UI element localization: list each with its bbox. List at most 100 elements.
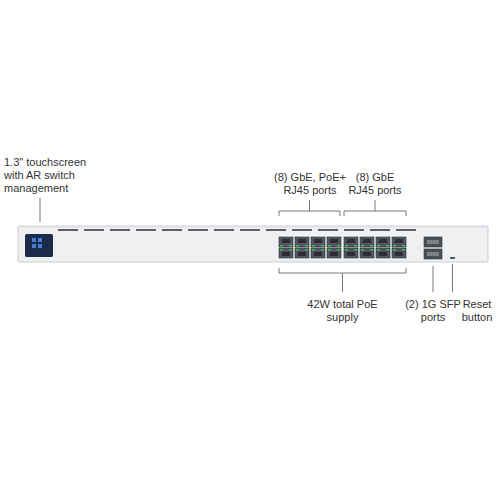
port-led [377,249,380,250]
port-led [393,245,396,246]
port-housing [279,248,293,258]
vent-slot [188,229,208,231]
bracket [344,200,406,216]
port-socket [395,252,403,256]
sfp-port [424,249,442,259]
port-led [289,249,292,250]
rj45-ports [279,237,406,258]
port-housing [392,248,406,258]
rj45-port [344,237,358,247]
rj45-port [392,248,406,258]
rj45-port [360,237,374,247]
port-housing [327,237,341,247]
rj45-port [279,248,293,258]
rj45-port [311,248,325,258]
port-led [361,245,364,246]
port-led [393,249,396,250]
port-housing [295,237,309,247]
screen-icon [32,238,36,242]
port-socket [363,239,371,243]
port-housing [279,237,293,247]
vent-slots [58,230,416,231]
port-housing [376,248,390,258]
port-led [321,245,324,246]
port-socket [379,239,387,243]
vent-slot [266,229,286,231]
port-housing [344,248,358,258]
poe-ports-label: (8) GbE, PoE+ RJ45 ports [270,171,350,197]
screen-icon [38,244,42,248]
port-socket [347,252,355,256]
port-led [312,245,315,246]
port-led [377,245,380,246]
port-housing [392,237,406,247]
port-housing [376,237,390,247]
port-led [402,249,405,250]
port-socket [330,252,338,256]
port-led [337,245,340,246]
vent-slot [370,229,390,231]
port-socket [347,239,355,243]
port-housing [295,248,309,258]
vent-slot [396,229,416,231]
vent-slot [344,229,364,231]
port-led [354,245,357,246]
port-housing [327,248,341,258]
port-housing [360,237,374,247]
switch-chassis [18,226,488,262]
vent-slot [240,229,260,231]
vent-slot [214,229,234,231]
reset-label: Reset button [457,298,497,324]
port-led [337,249,340,250]
gbe-ports-label: (8) GbE RJ45 ports [345,171,405,197]
port-led [345,249,348,250]
port-led [354,249,357,250]
sfp-slot [427,252,439,256]
port-socket [282,252,290,256]
reset-button [450,257,455,259]
port-housing [360,248,374,258]
poe-supply-label: 42W total PoE supply [298,298,387,324]
rj45-port [376,237,390,247]
touchscreen-label: 1.3" touchscreen with AR switch manageme… [4,156,96,195]
leader-line [433,266,434,292]
port-housing [311,237,325,247]
port-led [386,249,389,250]
port-led [296,245,299,246]
vent-slot [58,229,78,231]
vent-slot [162,229,182,231]
sfp-port [424,237,442,247]
vent-slot [110,229,130,231]
rj45-port [311,237,325,247]
port-led [361,249,364,250]
port-led [305,245,308,246]
port-led [289,245,292,246]
port-housing [344,237,358,247]
port-housing [311,248,325,258]
rj45-port [376,248,390,258]
port-led [328,249,331,250]
screen-icon [32,244,36,248]
port-socket [314,252,322,256]
port-led [321,249,324,250]
sfp-ports-label: (2) 1G SFP ports [403,298,463,324]
port-led [280,249,283,250]
bracket [279,268,406,292]
rj45-port [392,237,406,247]
port-led [328,245,331,246]
port-socket [298,252,306,256]
bracket [279,200,340,216]
vent-slot [292,229,312,231]
port-socket [298,239,306,243]
rj45-port [295,248,309,258]
rj45-port [295,237,309,247]
port-led [386,245,389,246]
vent-slot [136,229,156,231]
rj45-port [360,248,374,258]
port-socket [314,239,322,243]
port-led [296,249,299,250]
port-led [305,249,308,250]
chassis-edge [18,227,488,228]
port-led [370,245,373,246]
